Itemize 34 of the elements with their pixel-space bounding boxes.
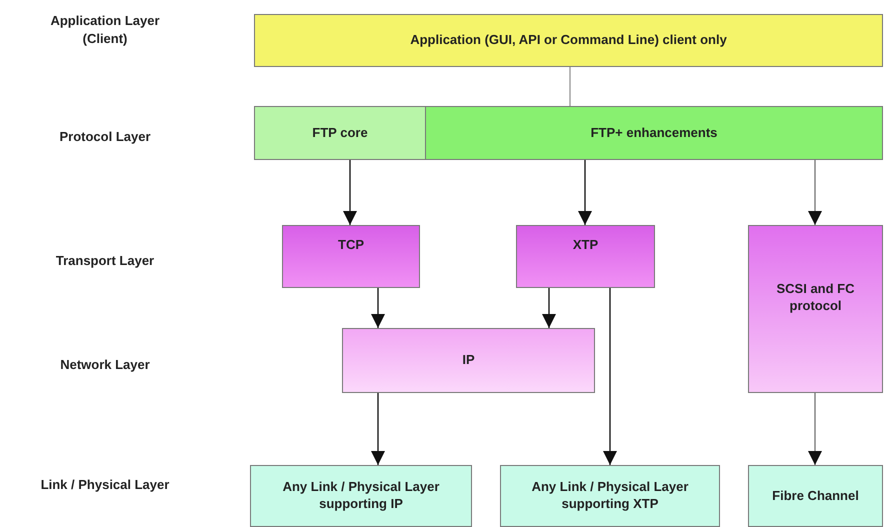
node-label: TCP — [338, 237, 364, 254]
layer-box — [425, 106, 883, 160]
node-label: Any Link / Physical Layer supporting XTP — [530, 479, 690, 513]
layer-label: Application Layer (Client) — [49, 12, 161, 48]
layer-box — [254, 106, 426, 160]
arrow — [371, 393, 385, 465]
node-label: XTP — [572, 237, 598, 254]
arrow — [542, 288, 556, 328]
node-label: IP — [462, 352, 475, 369]
arrow — [371, 288, 385, 328]
node-label: FTP+ enhancements — [590, 124, 718, 142]
arrow — [808, 160, 822, 225]
layer-box — [282, 225, 420, 288]
layer-box — [516, 225, 655, 288]
layer-box — [342, 328, 595, 393]
arrow — [808, 393, 822, 465]
layer-box — [748, 465, 883, 527]
layer-box — [250, 465, 472, 527]
layer-label: Network Layer — [59, 356, 151, 374]
node-label: FTP core — [312, 124, 368, 142]
arrow — [603, 288, 617, 465]
node-label: Fibre Channel — [772, 488, 859, 504]
layer-label: Link / Physical Layer — [40, 476, 170, 494]
layer-label: Protocol Layer — [58, 128, 152, 146]
arrow — [343, 160, 357, 225]
node-label: Any Link / Physical Layer supporting IP — [282, 479, 440, 513]
layer-label: Transport Layer — [54, 252, 156, 270]
arrow — [578, 160, 592, 225]
layer-box — [748, 225, 883, 393]
node-label: Application (GUI, API or Command Line) client only — [410, 32, 727, 49]
layer-box — [254, 14, 883, 67]
node-label: SCSI and FC protocol — [775, 281, 856, 315]
layer-box — [500, 465, 720, 527]
connector-line — [569, 67, 571, 106]
